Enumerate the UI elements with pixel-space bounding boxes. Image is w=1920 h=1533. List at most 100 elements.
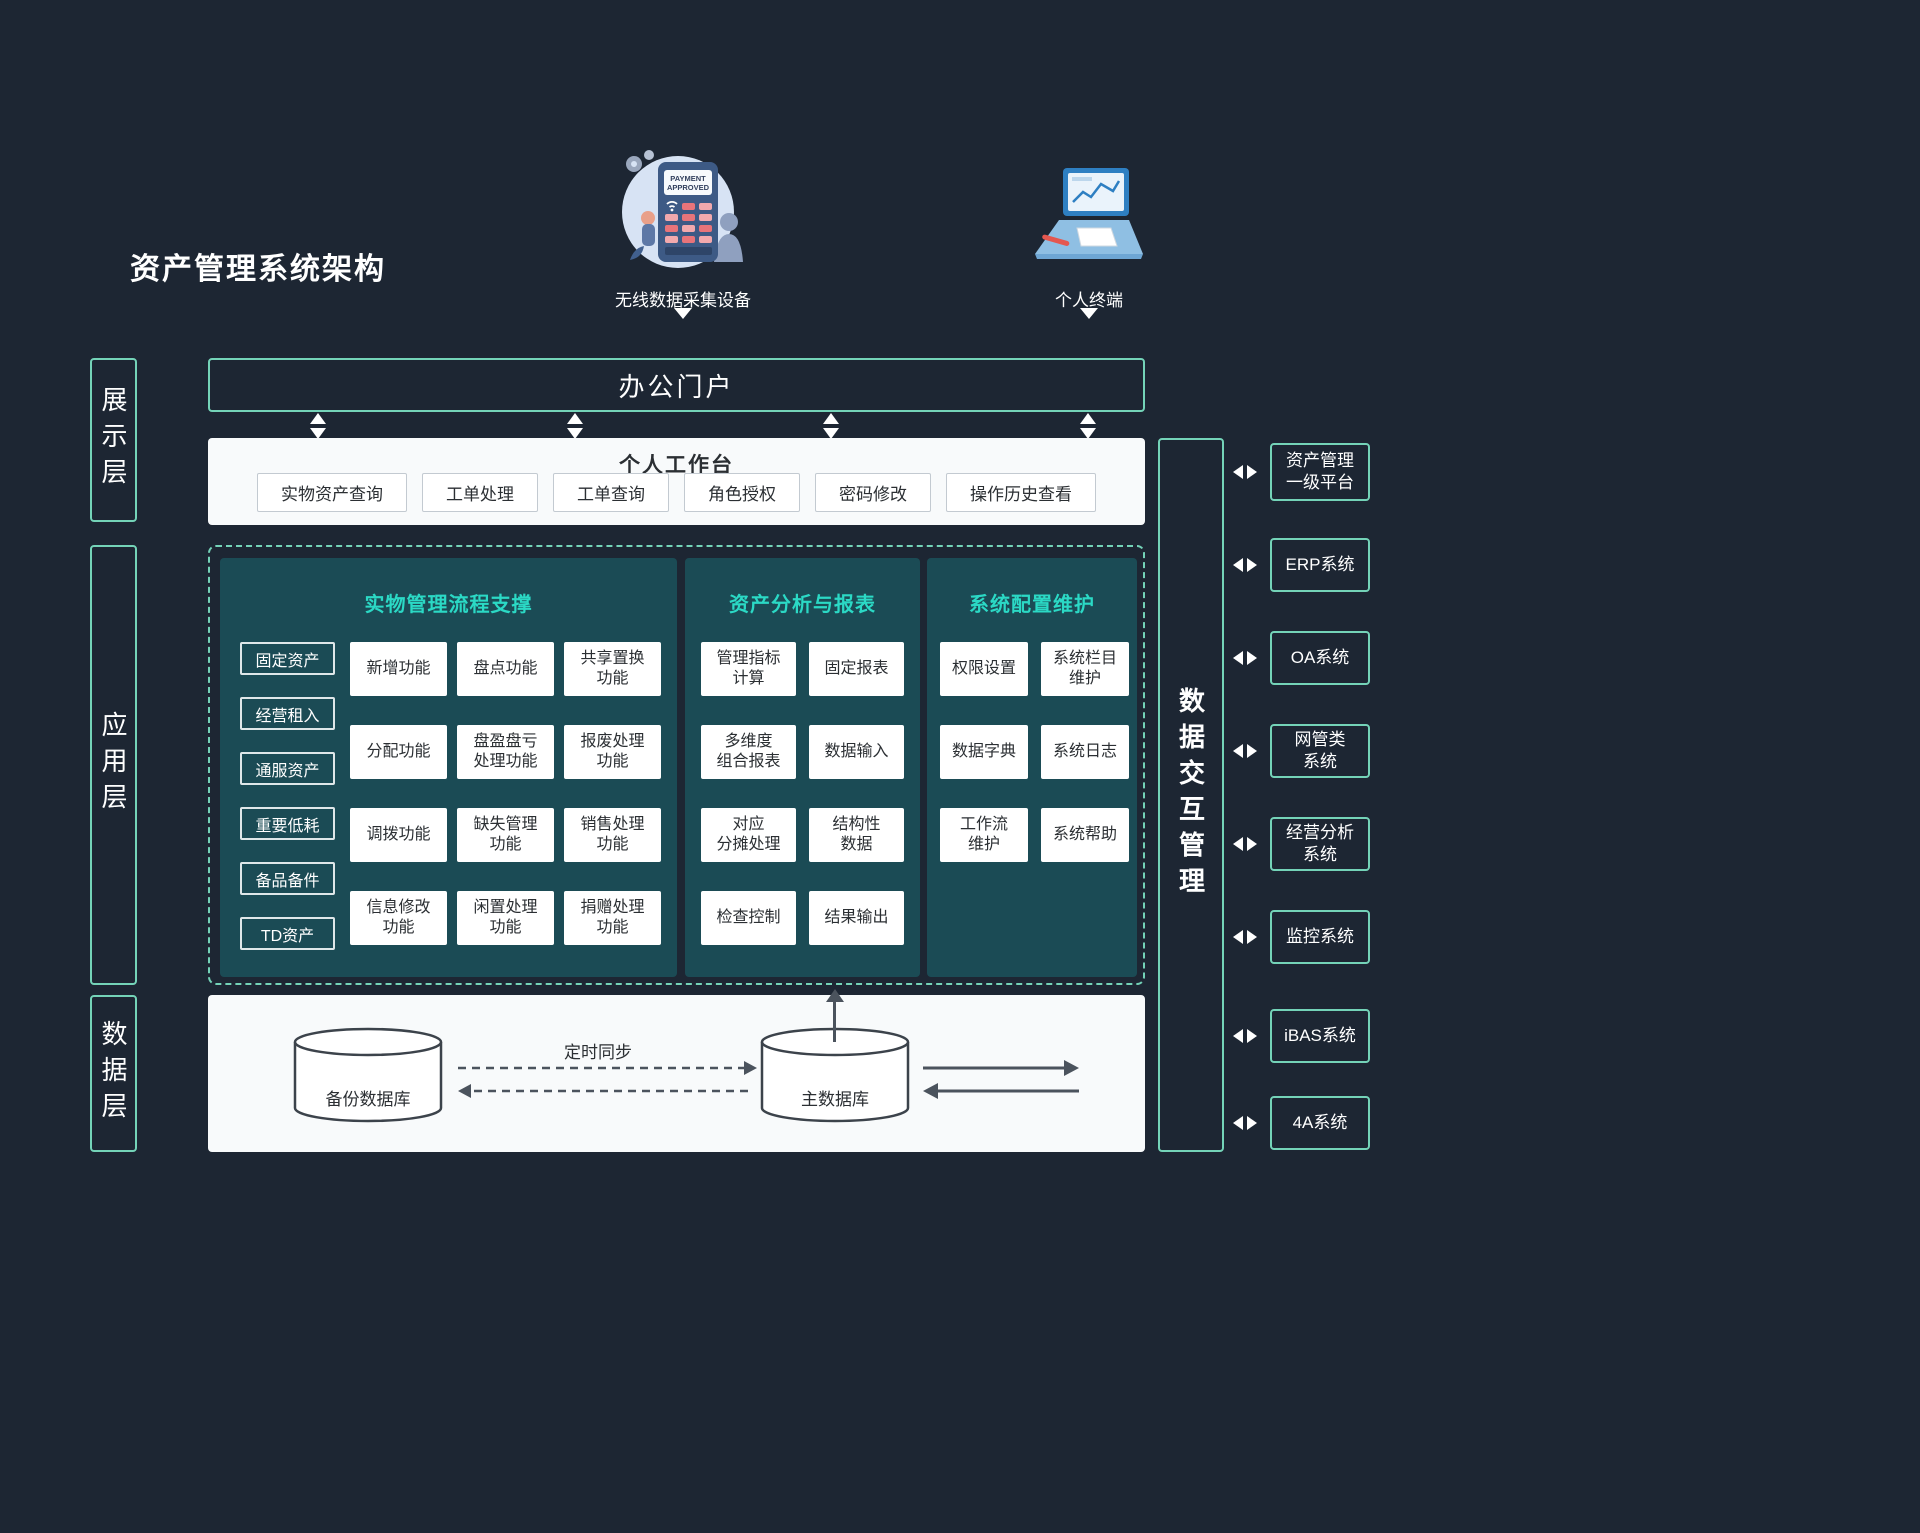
function-box: 盘点功能: [457, 642, 554, 696]
bidirectional-arrow-icon: [1233, 465, 1260, 479]
terminal-screen-line1: PAYMENT: [670, 174, 706, 183]
terminal-screen-line2: APPROVED: [667, 183, 710, 192]
sync-label: 定时同步: [564, 1043, 632, 1062]
panel-title: 系统配置维护: [969, 594, 1095, 616]
external-system-4a: 4A系统: [1270, 1096, 1370, 1150]
asset-category: 经营租入: [240, 697, 335, 730]
external-system-row: 网管类 系统: [1233, 724, 1370, 778]
external-system-business-analysis: 经营分析 系统: [1270, 817, 1370, 871]
function-box: 共享置换 功能: [564, 642, 661, 696]
bidirectional-arrow-icon: [1233, 1116, 1260, 1130]
bidirectional-arrow-icon: [1233, 651, 1260, 665]
external-system-row: 资产管理 一级平台: [1233, 443, 1370, 501]
function-box: 权限设置: [940, 642, 1028, 696]
function-box: 调拨功能: [350, 808, 447, 862]
function-box: 系统帮助: [1041, 808, 1129, 862]
main-database-label: 主数据库: [801, 1090, 869, 1109]
external-system-network-mgmt: 网管类 系统: [1270, 724, 1370, 778]
bidirectional-arrow-icon: [1233, 744, 1260, 758]
external-system-row: 4A系统: [1233, 1096, 1370, 1150]
function-box: 多维度 组合报表: [701, 725, 796, 779]
bidirectional-arrow-icon: [1233, 930, 1260, 944]
workbench-title: 个人工作台: [619, 454, 734, 477]
panel-system-config: 系统配置维护 权限设置 系统栏目 维护 数据字典 系统日志 工作流 维护 系统帮…: [927, 558, 1137, 977]
function-grid: 管理指标 计算 固定报表 多维度 组合报表 数据输入 对应 分摊处理 结构性 数…: [701, 642, 904, 945]
panel-title: 资产分析与报表: [729, 594, 876, 616]
external-system-erp: ERP系统: [1270, 538, 1370, 592]
panel-title: 实物管理流程支撑: [364, 594, 533, 616]
panel-asset-analysis: 资产分析与报表 管理指标 计算 固定报表 多维度 组合报表 数据输入 对应 分摊…: [685, 558, 920, 977]
layer-label-data: 数据层: [90, 995, 137, 1152]
arrow-down-icon: [1080, 308, 1098, 319]
arrow-down-icon: [674, 308, 692, 319]
workbench-button-history-view: 操作历史查看: [946, 473, 1096, 512]
asset-category: 备品备件: [240, 862, 335, 895]
function-box: 闲置处理 功能: [457, 891, 554, 945]
external-system-asset-platform: 资产管理 一级平台: [1270, 443, 1370, 501]
data-layer-bar: 备份数据库 主数据库 定时同步: [208, 995, 1145, 1152]
device-label-wireless: 无线数据采集设备: [615, 291, 751, 310]
data-interaction-panel: 数据交互管理: [1158, 438, 1224, 1152]
workbench-button-role-auth: 角色授权: [684, 473, 800, 512]
external-system-monitoring: 监控系统: [1270, 910, 1370, 964]
external-system-oa: OA系统: [1270, 631, 1370, 685]
function-grid: 权限设置 系统栏目 维护 数据字典 系统日志 工作流 维护 系统帮助: [940, 642, 1129, 862]
function-box: 工作流 维护: [940, 808, 1028, 862]
external-system-row: ERP系统: [1233, 538, 1370, 592]
external-system-row: iBAS系统: [1233, 1009, 1370, 1063]
asset-category: 通服资产: [240, 752, 335, 785]
function-box: 信息修改 功能: [350, 891, 447, 945]
page-title: 资产管理系统架构: [130, 253, 386, 286]
workbench-buttons: 实物资产查询 工单处理 工单查询 角色授权 密码修改 操作历史查看: [208, 473, 1145, 512]
asset-category: 重要低耗: [240, 807, 335, 840]
function-box: 结果输出: [809, 891, 904, 945]
bidirectional-arrow-icon: [1233, 558, 1260, 572]
external-system-row: 监控系统: [1233, 910, 1370, 964]
panel-physical-management: 实物管理流程支撑 固定资产 经营租入 通服资产 重要低耗 备品备件 TD资产 新…: [220, 558, 677, 977]
function-box: 盘盈盘亏 处理功能: [457, 725, 554, 779]
function-box: 管理指标 计算: [701, 642, 796, 696]
function-box: 固定报表: [809, 642, 904, 696]
function-grid: 新增功能 盘点功能 共享置换 功能 分配功能 盘盈盘亏 处理功能 报废处理 功能…: [350, 642, 661, 945]
database-diagram: [293, 1027, 1079, 1123]
function-box: 报废处理 功能: [564, 725, 661, 779]
workbench-button-asset-query: 实物资产查询: [257, 473, 407, 512]
function-box: 对应 分摊处理: [701, 808, 796, 862]
laptop-illustration: [1035, 168, 1143, 259]
double-arrow-icon: [567, 413, 583, 439]
office-portal: 办公门户: [208, 358, 1145, 412]
bidirectional-arrow-icon: [1233, 837, 1260, 851]
external-system-row: OA系统: [1233, 631, 1370, 685]
function-box: 系统日志: [1041, 725, 1129, 779]
function-box: 销售处理 功能: [564, 808, 661, 862]
backup-database-label: 备份数据库: [325, 1090, 411, 1109]
function-box: 缺失管理 功能: [457, 808, 554, 862]
asset-category-list: 固定资产 经营租入 通服资产 重要低耗 备品备件 TD资产: [240, 642, 335, 950]
double-arrow-icon: [310, 413, 326, 439]
asset-category: TD资产: [240, 917, 335, 950]
double-arrow-icon: [823, 413, 839, 439]
function-box: 数据输入: [809, 725, 904, 779]
double-arrow-icon: [1080, 413, 1096, 439]
payment-terminal-illustration: PAYMENT APPROVED: [622, 150, 743, 268]
layer-label-presentation: 展示层: [90, 358, 137, 522]
function-box: 检查控制: [701, 891, 796, 945]
function-box: 数据字典: [940, 725, 1028, 779]
external-system-row: 经营分析 系统: [1233, 817, 1370, 871]
function-box: 新增功能: [350, 642, 447, 696]
function-box: 结构性 数据: [809, 808, 904, 862]
function-box: 分配功能: [350, 725, 447, 779]
workbench-button-workorder-query: 工单查询: [553, 473, 669, 512]
function-box: 捐赠处理 功能: [564, 891, 661, 945]
device-label-terminal: 个人终端: [1055, 291, 1123, 310]
function-box: 系统栏目 维护: [1041, 642, 1129, 696]
layer-label-application: 应用层: [90, 545, 137, 985]
workbench-button-password-change: 密码修改: [815, 473, 931, 512]
asset-category: 固定资产: [240, 642, 335, 675]
arrow-up-icon: [826, 989, 844, 1002]
external-system-ibas: iBAS系统: [1270, 1009, 1370, 1063]
application-layer-container: 实物管理流程支撑 固定资产 经营租入 通服资产 重要低耗 备品备件 TD资产 新…: [208, 545, 1145, 985]
workbench-button-workorder-process: 工单处理: [422, 473, 538, 512]
arrow-up-line: [833, 1002, 836, 1042]
